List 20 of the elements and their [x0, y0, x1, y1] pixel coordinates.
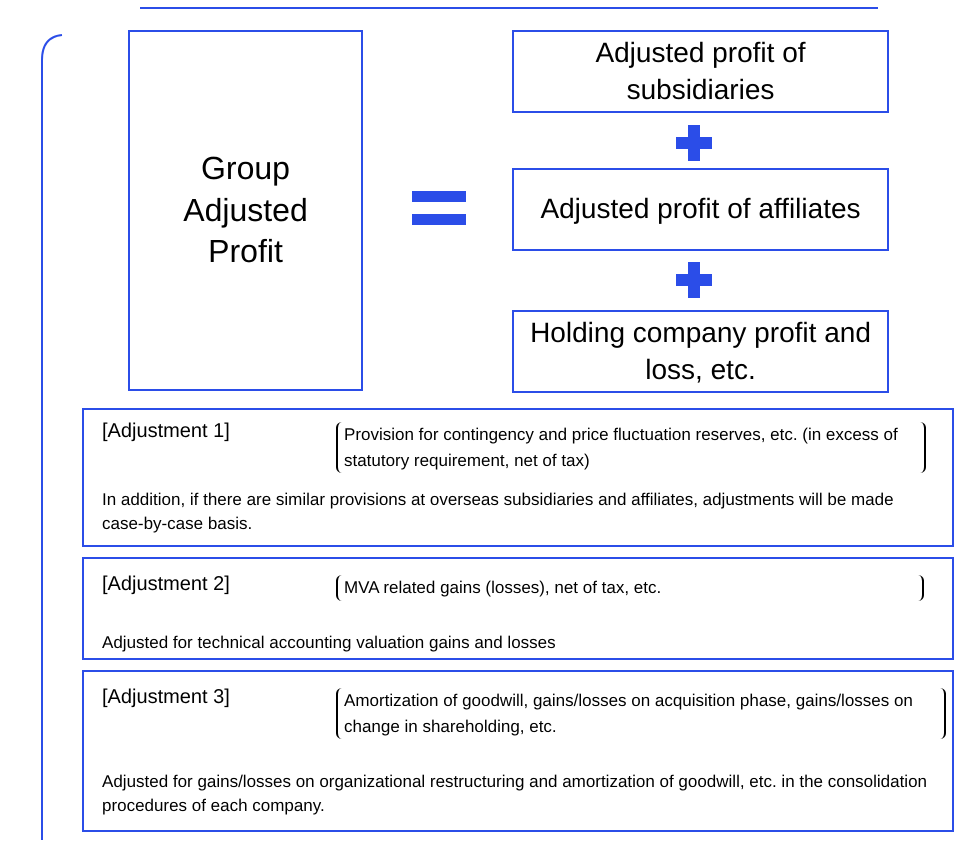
adjustment-panel [82, 670, 954, 832]
component-box [512, 310, 889, 393]
box-label: Adjusted profit of subsidiaries [594, 36, 807, 106]
adjustment-item: Provision for contingency and price fluctuation reserves, etc. (in excess of statutory requirement, net of tax) [336, 422, 926, 473]
adjustment-heading: [Adjustment 3] [102, 686, 230, 709]
component-box [512, 30, 889, 113]
box-label: Adjusted profit of affiliates [539, 192, 862, 226]
box-label: Group Adjusted Profit [182, 149, 309, 272]
adjustment-panel [82, 408, 954, 547]
component-box [512, 168, 889, 251]
adjustment-note: Adjusted for gains/losses on organizational restructuring and amortization of goodwill, etc. in the consolidation procedures of each company. [102, 771, 928, 817]
adjustment-item: Amortization of goodwill, gains/losses on acquisition phase, gains/losses on change in shareholding, etc. [336, 688, 946, 739]
adjustment-panel [82, 557, 954, 660]
box-label: Holding company profit and loss, etc. [529, 316, 872, 386]
adjustment-heading: [Adjustment 2] [102, 573, 230, 596]
result-box [128, 30, 363, 391]
adjustment-note: Adjusted for technical accounting valuation gains and losses [102, 632, 557, 654]
adjustment-heading: [Adjustment 1] [102, 420, 230, 443]
adjustment-item: MVA related gains (losses), net of tax, etc. [336, 575, 924, 600]
adjustment-note: In addition, if there are similar provisions at overseas subsidiaries and affiliates, adjustments will be made case-by-case basis. [102, 489, 895, 535]
